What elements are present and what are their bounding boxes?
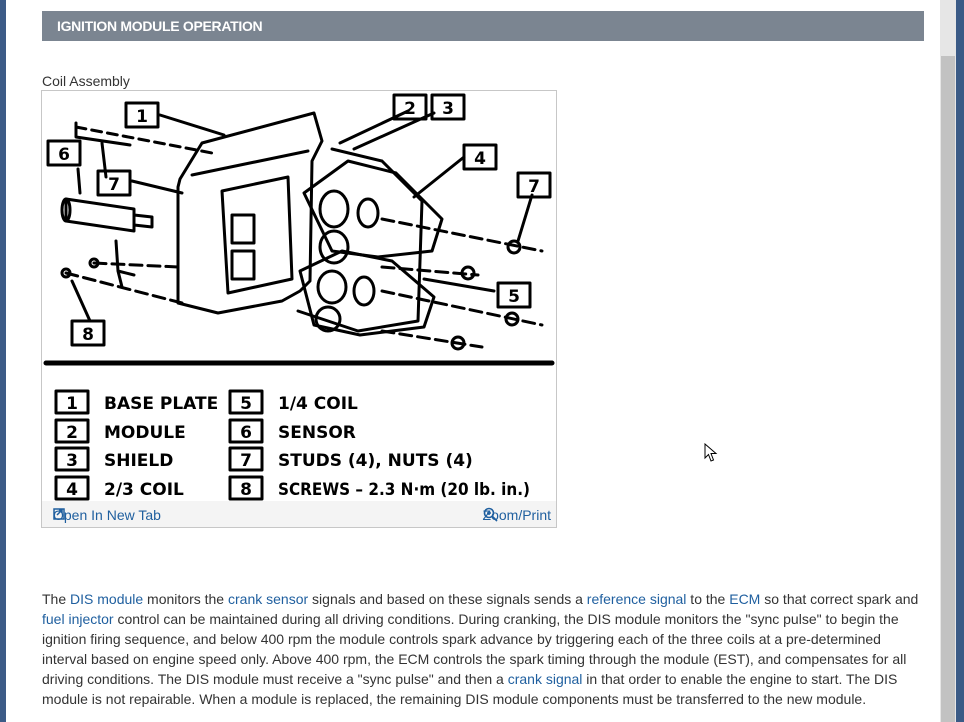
callout-3: 3 xyxy=(442,99,454,119)
scrollbar-thumb[interactable] xyxy=(941,56,955,722)
open-new-tab-icon xyxy=(53,508,65,520)
coil-1-4-part xyxy=(298,249,436,337)
legend-label-7: STUDS (4), NUTS (4) xyxy=(278,451,473,471)
callout-1: 1 xyxy=(136,107,148,127)
legend-num-4: 4 xyxy=(66,480,78,500)
stud-rod xyxy=(74,121,132,147)
legend-label-6: SENSOR xyxy=(278,423,356,443)
text-run: signals and based on these signals sends… xyxy=(308,591,587,607)
legend-num-5: 5 xyxy=(240,394,252,414)
text-run: in that order to enable the engine to st… xyxy=(42,671,898,707)
ecm-link[interactable]: ECM xyxy=(729,591,761,607)
legend-label-1: BASE PLATE xyxy=(104,394,218,414)
legend-num-7: 7 xyxy=(240,451,252,471)
text-run: to the xyxy=(686,591,730,607)
figure-footer: Open In New Tab Zoom/Print xyxy=(42,501,556,527)
legend-num-3: 3 xyxy=(66,451,78,471)
callout-6: 6 xyxy=(58,145,70,165)
legend-label-4: 2/3 COIL xyxy=(104,480,184,500)
callout-5: 5 xyxy=(508,287,520,307)
magnifier-plus-icon xyxy=(483,507,498,522)
callout-4: 4 xyxy=(474,149,486,169)
section-header: IGNITION MODULE OPERATION xyxy=(42,11,924,41)
legend-num-1: 1 xyxy=(66,394,78,414)
callout-2: 2 xyxy=(404,99,416,119)
window-right-edge xyxy=(956,0,964,722)
section-title: IGNITION MODULE OPERATION xyxy=(57,18,263,34)
figure-container: 1 2 3 4 5 6 7 7 8 1 BASE PLATE 2 MODULE … xyxy=(41,90,557,528)
dis-module-link[interactable]: DIS module xyxy=(70,591,144,607)
description-paragraph: The DIS module monitors the crank sensor… xyxy=(42,589,924,709)
mouse-pointer-icon xyxy=(704,443,718,462)
window-left-edge xyxy=(0,0,6,722)
text-run: monitors the xyxy=(143,591,228,607)
legend-label-5: 1/4 COIL xyxy=(278,394,358,414)
legend-label-3: SHIELD xyxy=(104,451,173,471)
legend-num-6: 6 xyxy=(240,423,252,443)
coil-assembly-diagram: 1 2 3 4 5 6 7 7 8 1 BASE PLATE 2 MODULE … xyxy=(43,93,555,501)
legend-label-2: MODULE xyxy=(104,423,186,443)
sensor-part xyxy=(64,197,136,233)
crank-signal-link[interactable]: crank signal xyxy=(507,671,583,687)
base-plate-part xyxy=(176,111,324,315)
shield-part xyxy=(296,147,424,333)
reference-signal-link[interactable]: reference signal xyxy=(586,591,687,607)
text-run: control can be maintained during all dri… xyxy=(42,611,907,687)
legend-num-8: 8 xyxy=(240,480,252,500)
fuel-injector-link[interactable]: fuel injector xyxy=(42,611,114,627)
open-in-new-tab-label: Open In New Tab xyxy=(53,507,161,523)
callout-7-left: 7 xyxy=(108,175,120,195)
callout-8: 8 xyxy=(82,325,94,345)
zoom-print-label: Zoom/Print xyxy=(482,507,551,523)
crank-sensor-link[interactable]: crank sensor xyxy=(228,591,309,607)
legend-label-8: SCREWS – 2.3 N·m (20 lb. in.) xyxy=(278,480,530,500)
module-part xyxy=(220,175,294,295)
legend-num-2: 2 xyxy=(66,423,78,443)
text-run: The xyxy=(42,591,71,607)
zoom-print-link[interactable]: Zoom/Print xyxy=(483,507,551,523)
figure-caption: Coil Assembly xyxy=(42,73,130,89)
open-in-new-tab-link[interactable]: Open In New Tab xyxy=(53,507,161,523)
text-run: so that correct spark and xyxy=(760,591,919,607)
callout-7-right: 7 xyxy=(528,177,540,197)
